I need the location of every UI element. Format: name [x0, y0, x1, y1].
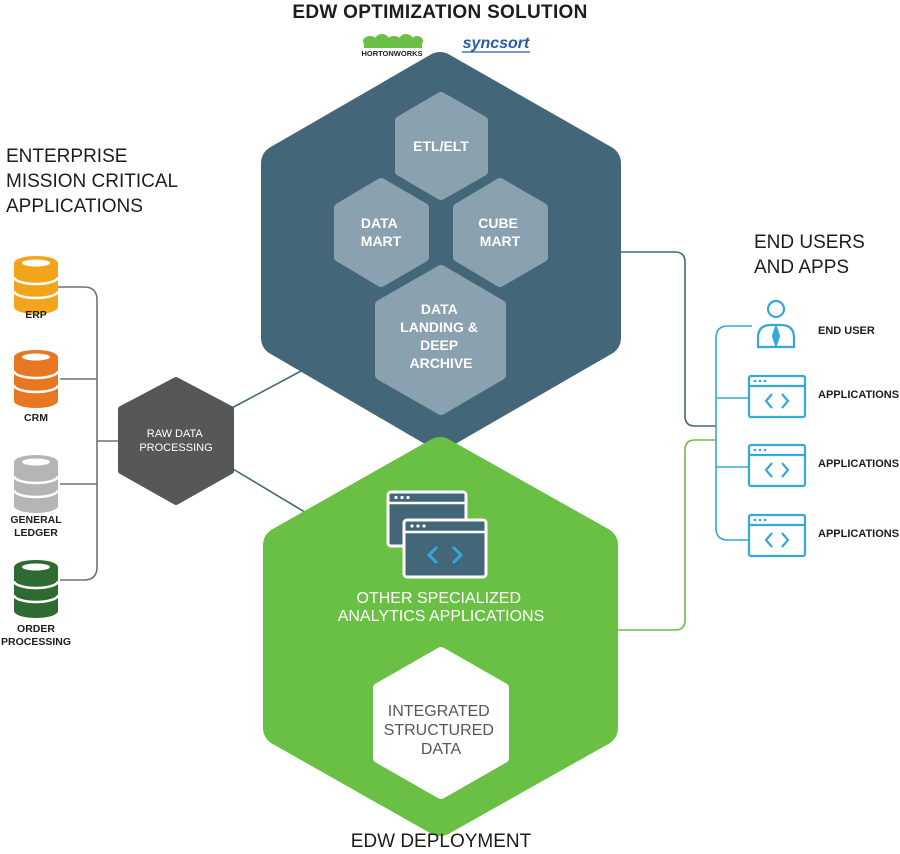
page-title: EDW OPTIMIZATION SOLUTION — [292, 2, 587, 23]
edw-deployment-hexagon — [263, 437, 618, 836]
solution-to-users-line — [600, 251, 716, 427]
analytics-app-icon — [386, 490, 488, 579]
hortonworks-logo: HORTONWORKS — [361, 34, 423, 58]
data-mart-label: DATA MART — [361, 215, 402, 249]
etl-hexagon — [395, 92, 488, 200]
integrated-hexagon — [373, 647, 509, 799]
raw-to-deployment-line — [227, 465, 319, 521]
app-window-icon — [747, 374, 807, 419]
end-user-apps: APPLICATIONS APPLICATIONS APPLICATIONS — [747, 374, 899, 558]
syncsort-logo: syncsort — [462, 35, 530, 53]
deployment-footer: EDW DEPLOYMENT — [351, 831, 532, 852]
integrated-label: INTEGRATED STRUCTURED DATA — [384, 703, 499, 758]
edw-deployment: OTHER SPECIALIZED ANALYTICS APPLICATIONS… — [263, 437, 618, 836]
cube-mart-hexagon — [453, 178, 548, 287]
database-icon — [12, 350, 60, 408]
app-label: APPLICATIONS — [818, 528, 899, 540]
cube-mart-label: CUBE MART — [478, 215, 522, 249]
integrated-cell: INTEGRATED STRUCTURED DATA — [373, 647, 509, 799]
data-mart-hexagon — [334, 178, 429, 287]
enterprise-heading: ENTERPRISE MISSION CRITICAL APPLICATIONS — [6, 146, 183, 217]
etl-cell: ETL/ELT — [395, 92, 488, 200]
raw-data-hexagon — [118, 377, 234, 505]
hortonworks-logo-text: HORTONWORKS — [361, 49, 422, 58]
landing-hexagon — [375, 265, 506, 415]
end-user-label: END USER — [818, 325, 875, 337]
app-label: APPLICATIONS — [818, 458, 899, 470]
source-label: ERP — [25, 309, 47, 321]
edw-solution-hexagon — [261, 52, 621, 450]
app-label: APPLICATIONS — [818, 389, 899, 401]
data-mart-cell: DATA MART — [334, 178, 429, 287]
source-label: CRM — [24, 412, 48, 424]
landing-cell: DATA LANDING & DEEP ARCHIVE — [375, 265, 506, 415]
landing-label: DATA LANDING & DEEP ARCHIVE — [400, 301, 482, 371]
deployment-to-users-line — [602, 439, 716, 631]
users-connector — [715, 325, 752, 541]
app-window-icon — [747, 513, 807, 558]
database-icon — [12, 256, 60, 314]
app-window-icon — [747, 443, 807, 488]
etl-label: ETL/ELT — [413, 138, 469, 154]
cube-mart-cell: CUBE MART — [453, 178, 548, 287]
person-icon — [756, 299, 796, 349]
analytics-label: OTHER SPECIALIZED ANALYTICS APPLICATIONS — [338, 590, 545, 625]
end-users-heading: END USERS AND APPS — [754, 232, 870, 278]
database-icon — [12, 560, 60, 618]
raw-data-label: RAW DATA PROCESSING — [139, 428, 212, 454]
syncsort-logo-text: syncsort — [463, 35, 530, 52]
raw-data-processing: RAW DATA PROCESSING — [118, 377, 234, 505]
database-icon — [12, 455, 60, 513]
edw-solution: ETL/ELT DATA MART CUBE MART DATA LANDING… — [261, 52, 621, 450]
sources-connector — [58, 286, 128, 581]
